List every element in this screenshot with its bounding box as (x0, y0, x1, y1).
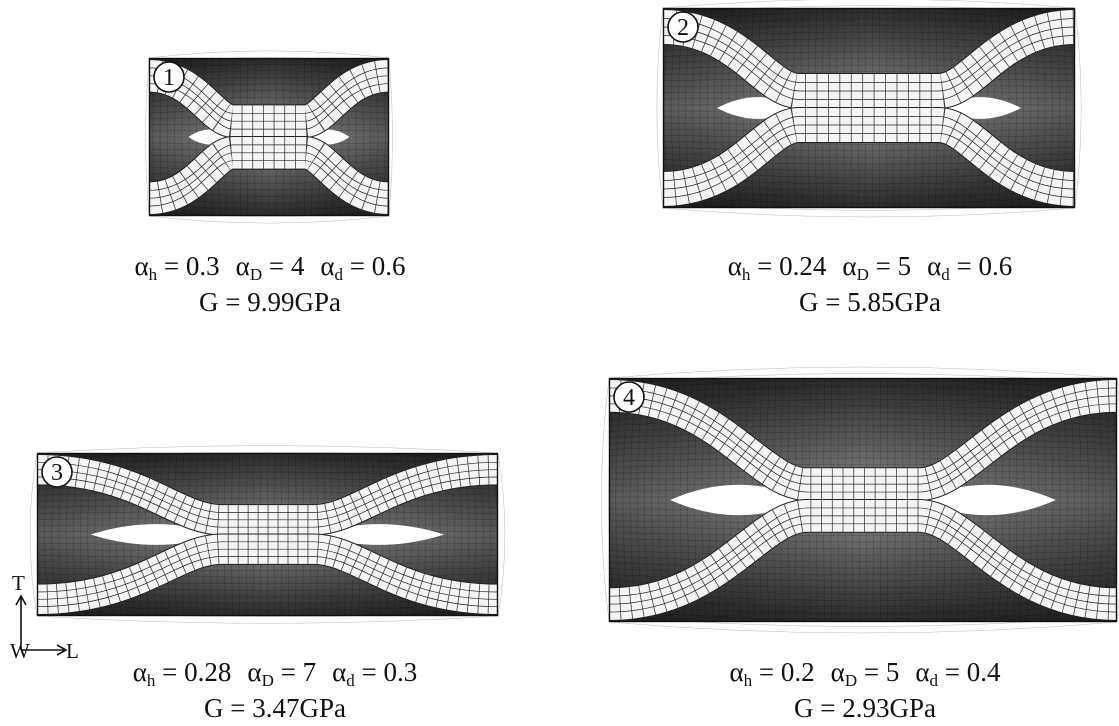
shear-modulus-4: G = 2.93GPa (794, 693, 936, 723)
shear-modulus-2: G = 5.85GPa (799, 287, 941, 317)
panel-number: 1 (163, 65, 175, 91)
void-right (918, 484, 1056, 516)
lower-strut (36, 533, 499, 615)
panel-frame (36, 452, 499, 617)
axis-t-arrowhead (15, 594, 27, 606)
alpha-D-value-2: 5 (897, 251, 912, 281)
mesh-svg-3: 3 (29, 445, 506, 624)
mesh-panel-2: 2 (656, 0, 1082, 218)
mesh-panel-4: 4 (601, 366, 1119, 634)
alpha-h-value-3: 0.28 (184, 657, 232, 687)
panel-number: 2 (677, 15, 689, 41)
void-left (90, 524, 222, 545)
lower-strut (662, 107, 1076, 207)
axis-l-arrowhead (56, 644, 68, 656)
panel-number: 3 (51, 460, 63, 486)
mesh-svg-1: 1 (145, 50, 393, 224)
upper-strut (608, 379, 1118, 501)
alpha-d-value-2: 0.6 (978, 251, 1013, 281)
lower-strut (608, 499, 1118, 621)
panel-number-badge: 1 (153, 61, 185, 93)
mesh-panel-1: 1 (145, 50, 393, 224)
upper-strut (662, 9, 1076, 109)
alpha-d-value-4: 0.4 (966, 657, 1001, 687)
void-left (670, 484, 808, 516)
mesh-svg-2: 2 (656, 0, 1082, 218)
axis-label-l: L (66, 639, 79, 662)
upper-strut (147, 59, 391, 138)
panel-frame (148, 57, 390, 217)
mesh-svg-4: 4 (601, 366, 1119, 634)
lower-strut (147, 136, 391, 215)
mesh-panel-3: 3 (29, 445, 506, 624)
alpha-d-value-3: 0.3 (383, 657, 418, 687)
panel-frame (608, 377, 1118, 623)
void-right (313, 524, 445, 545)
alpha-h-value-1: 0.3 (185, 251, 220, 281)
shear-modulus-1: G = 9.99GPa (199, 287, 341, 317)
panel-frame (662, 7, 1076, 209)
panel-number-badge: 2 (667, 11, 699, 43)
upper-strut (36, 454, 499, 536)
panel-number-badge: 4 (613, 381, 645, 413)
axis-label-w: W (10, 639, 30, 662)
panel-number: 4 (623, 385, 635, 411)
alpha-D-value-1: 4 (290, 251, 305, 281)
alpha-d-value-1: 0.6 (371, 251, 406, 281)
alpha-D-value-4: 5 (885, 657, 900, 687)
panel-number-badge: 3 (41, 456, 73, 488)
axis-label-t: T (12, 572, 25, 595)
shear-modulus-3: G = 3.47GPa (204, 693, 346, 723)
alpha-D-value-3: 7 (302, 657, 317, 687)
alpha-h-value-4: 0.2 (780, 657, 815, 687)
alpha-h-value-2: 0.24 (779, 251, 827, 281)
coordinate-axes: T W L (10, 572, 79, 662)
